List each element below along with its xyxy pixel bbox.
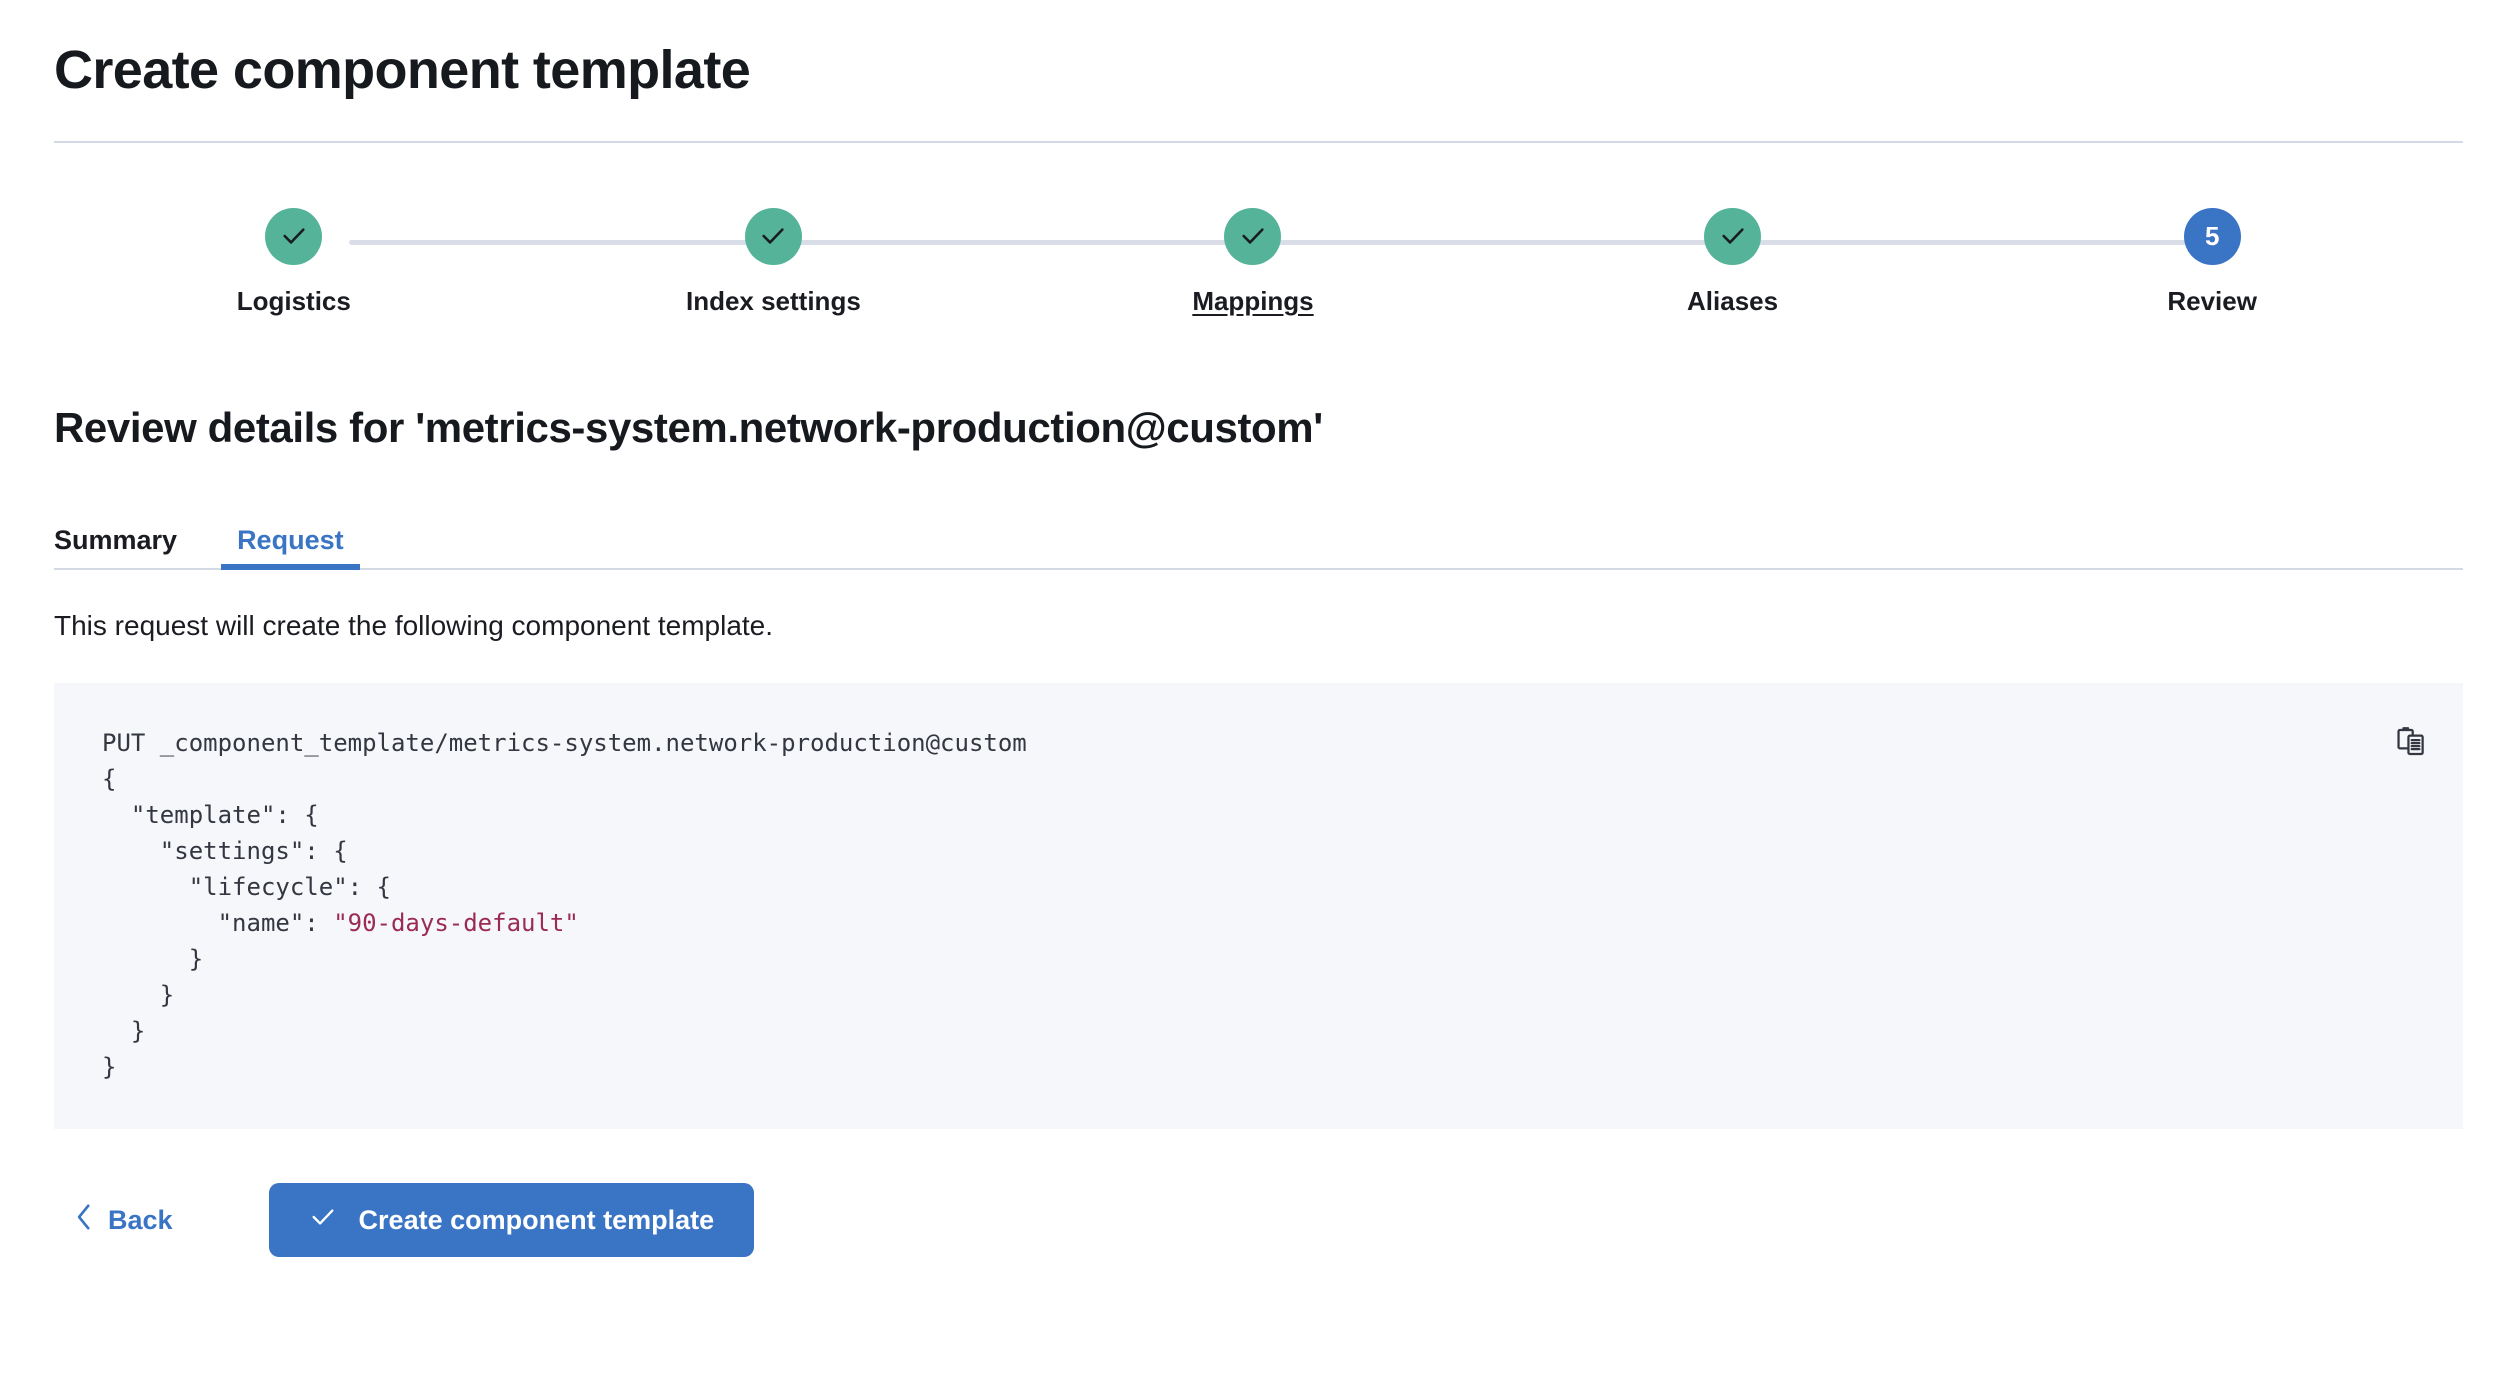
stepper-label-review: Review [2167, 285, 2257, 316]
step-circle-review[interactable]: 5 [2183, 207, 2241, 265]
step-circle-index-settings[interactable] [744, 207, 802, 265]
back-button-label: Back [108, 1204, 173, 1235]
create-component-template-button[interactable]: Create component template [268, 1183, 755, 1258]
tabs-bottom-border [54, 567, 2463, 570]
stepper-step-mappings[interactable]: Mappings [1013, 207, 1493, 317]
stepper-step-aliases[interactable]: Aliases [1493, 207, 1973, 317]
step-number-label: 5 [2204, 221, 2220, 252]
request-code-text: PUT _component_template/metrics-system.n… [54, 725, 2463, 1085]
stepper-steps: Logistics Index settings Mappings [54, 207, 2452, 317]
stepper-label-aliases: Aliases [1687, 285, 1779, 316]
check-icon [759, 222, 787, 250]
code-json-head: { "template": { "settings": { "lifecycle… [102, 765, 391, 938]
stepper-step-logistics[interactable]: Logistics [54, 207, 534, 317]
request-description: This request will create the following c… [54, 609, 774, 641]
code-request-line: PUT _component_template/metrics-system.n… [102, 729, 1027, 758]
check-icon [309, 1203, 337, 1238]
review-tabs: Summary Request [54, 506, 2463, 570]
tab-request[interactable]: Request [221, 526, 360, 570]
title-divider [54, 140, 2463, 143]
code-json-string-value: "90-days-default" [333, 909, 579, 938]
stepper-label-mappings[interactable]: Mappings [1192, 285, 1314, 316]
stepper-label-index-settings: Index settings [685, 285, 861, 316]
back-button[interactable]: Back [74, 1203, 173, 1238]
stepper-label-logistics: Logistics [236, 285, 351, 316]
step-circle-aliases[interactable] [1704, 207, 1762, 265]
tab-summary[interactable]: Summary [54, 526, 177, 570]
stepper-step-review[interactable]: 5 Review [1972, 207, 2452, 317]
code-json-tail: } } } } [102, 945, 204, 1082]
tab-list: Summary Request [54, 506, 2452, 570]
review-details-heading: Review details for 'metrics-system.netwo… [54, 403, 1323, 451]
wizard-stepper: Logistics Index settings Mappings [54, 207, 2452, 338]
page-title: Create component template [54, 40, 751, 100]
wizard-footer: Back Create component template [54, 1183, 2452, 1258]
stepper-step-index-settings[interactable]: Index settings [534, 207, 1014, 317]
check-icon [1719, 222, 1747, 250]
check-icon [1239, 222, 1267, 250]
step-circle-mappings[interactable] [1224, 207, 1282, 265]
request-code-block: PUT _component_template/metrics-system.n… [54, 683, 2463, 1130]
chevron-left-icon [74, 1203, 94, 1238]
create-button-label: Create component template [358, 1204, 715, 1235]
copy-clipboard-icon[interactable] [2383, 713, 2441, 771]
check-icon [280, 222, 308, 250]
step-circle-logistics[interactable] [265, 207, 323, 265]
